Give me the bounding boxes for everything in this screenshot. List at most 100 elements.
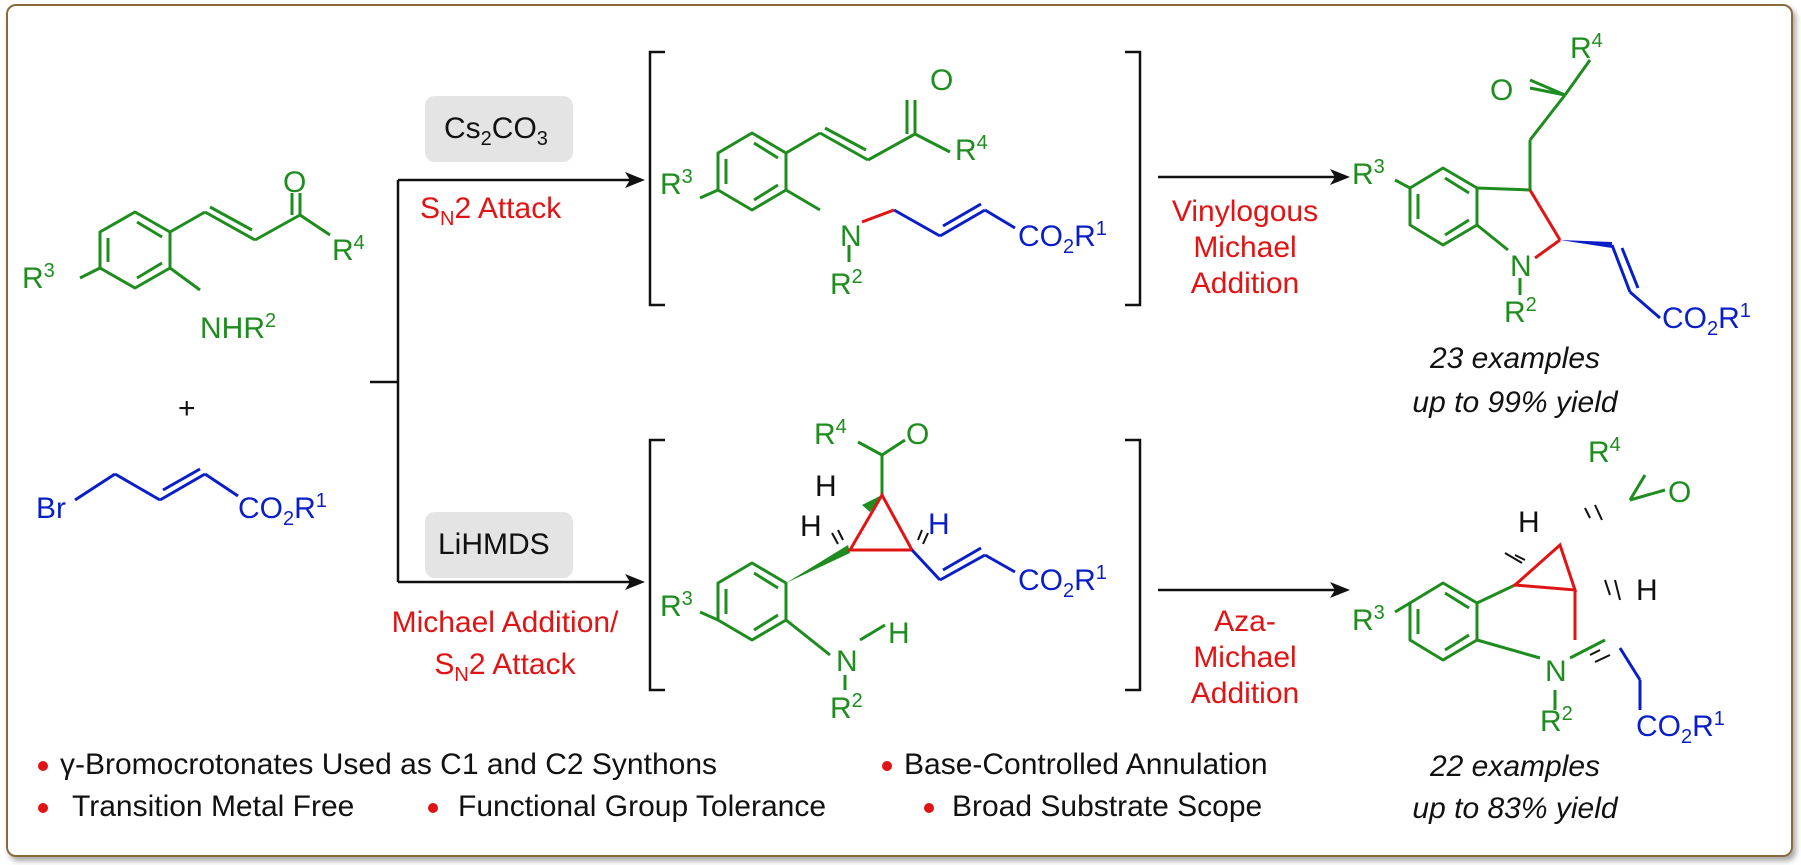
highlight-bullet-5 bbox=[924, 803, 934, 813]
top-intermediate-n-allyl-bond bbox=[861, 208, 895, 224]
top-product-ester-chain bbox=[1610, 244, 1661, 320]
bottom-int-o: O bbox=[906, 418, 930, 451]
sm-r4-text: R bbox=[332, 234, 354, 267]
sm-r3-sup: 3 bbox=[43, 260, 55, 282]
top-product-structure bbox=[1394, 59, 1592, 295]
bottom-prod-r2-sup: 2 bbox=[1561, 703, 1573, 725]
bottom-int-h1: H bbox=[815, 470, 837, 503]
top-int-r: R bbox=[1074, 220, 1096, 253]
bottom-int-r4-sup: 4 bbox=[835, 416, 847, 438]
sm-nhr2-sup: 2 bbox=[265, 310, 277, 332]
bottom-int-h2: H bbox=[800, 510, 822, 543]
bottom-step-aza-line1: Aza- bbox=[1214, 605, 1276, 638]
top-intermediate-ester-chain bbox=[893, 202, 1016, 238]
top-prod-r1-sup: 1 bbox=[1739, 300, 1751, 322]
starting-material-structure bbox=[79, 193, 331, 292]
bottom-prod-n: N bbox=[1545, 655, 1567, 688]
sm-r3-text: R bbox=[22, 262, 44, 295]
top-int-o: O bbox=[930, 64, 954, 97]
intermediate-brackets bbox=[648, 50, 1142, 692]
bottom-int-r: R bbox=[1074, 564, 1096, 597]
top-prod-r4-text: R bbox=[1570, 32, 1592, 65]
top-int-r2-text: R bbox=[830, 268, 852, 301]
top-reagent-sub2: 3 bbox=[536, 128, 548, 150]
highlight-2: Base-Controlled Annulation bbox=[904, 748, 1268, 781]
bottom-int-co2-sub: 2 bbox=[1063, 580, 1075, 602]
sm-nhr2-label: NHR2 bbox=[200, 310, 277, 346]
bottom-step-n-sub: N bbox=[454, 664, 469, 686]
sm-r4-sup: 4 bbox=[353, 232, 365, 254]
crotonate-r1-sup: 1 bbox=[315, 490, 327, 512]
top-int-r3-sup: 3 bbox=[681, 166, 693, 188]
sm-nhr2-text: NHR bbox=[200, 312, 265, 345]
bottom-int-r2-sup: 2 bbox=[851, 690, 863, 712]
bottom-examples: 22 examples bbox=[1429, 750, 1601, 783]
bottom-step-s: S bbox=[434, 648, 455, 681]
bottom-int-co: CO bbox=[1018, 564, 1063, 597]
top-product-red-bond bbox=[1528, 189, 1562, 241]
bottom-int-co2r1: CO2R1 bbox=[1018, 562, 1107, 601]
bottom-intermediate-wedge-aryl bbox=[786, 545, 850, 583]
top-int-r1-sup: 1 bbox=[1095, 218, 1107, 240]
bottom-prod-r4: R4 bbox=[1588, 434, 1621, 470]
top-int-r3: R3 bbox=[660, 166, 693, 202]
bottom-prod-co2r1: CO2R1 bbox=[1636, 709, 1725, 747]
bottom-int-r3-text: R bbox=[660, 590, 682, 623]
top-reagent-box bbox=[425, 96, 573, 162]
top-prod-r3: R3 bbox=[1352, 157, 1385, 192]
bottom-product-cyclopropane bbox=[1511, 542, 1578, 640]
top-int-co2r1: CO2R1 bbox=[1018, 218, 1107, 257]
bottom-prod-r4-sup: 4 bbox=[1609, 434, 1621, 456]
highlight-bullet-4 bbox=[428, 803, 438, 813]
top-prod-r: R bbox=[1718, 302, 1740, 335]
bottom-step-michael-line1: Michael Addition/ bbox=[391, 606, 619, 639]
top-step-vinylogous-line1: Vinylogous bbox=[1171, 195, 1319, 228]
crotonate-structure bbox=[74, 467, 239, 502]
bottom-int-r1-sup: 1 bbox=[1095, 562, 1107, 584]
bottom-product-structure bbox=[1394, 474, 1666, 710]
top-prod-co2r1: CO2R1 bbox=[1662, 300, 1751, 339]
highlight-1: γ-Bromocrotonates Used as C1 and C2 Synt… bbox=[60, 748, 717, 781]
top-prod-r4-sup: 4 bbox=[1591, 30, 1603, 52]
arrowheads bbox=[625, 169, 1350, 598]
plus-sign: + bbox=[178, 392, 196, 425]
bottom-intermediate-ester-chain bbox=[910, 546, 1016, 582]
top-prod-r4: R4 bbox=[1570, 30, 1603, 66]
top-int-r2: R2 bbox=[830, 267, 863, 302]
highlight-bullet-3 bbox=[38, 803, 48, 813]
top-prod-r2-text: R bbox=[1504, 296, 1526, 329]
bottom-int-r4-text: R bbox=[814, 418, 836, 451]
bottom-step-michael-label: Michael Addition/ SN2 Attack bbox=[355, 602, 655, 686]
top-reagent-co: CO bbox=[491, 112, 537, 145]
highlight-3: Transition Metal Free bbox=[72, 790, 355, 823]
bottom-prod-r2: R2 bbox=[1540, 703, 1573, 739]
top-prod-r3-text: R bbox=[1352, 158, 1374, 191]
bottom-intermediate-wedge-top bbox=[862, 495, 882, 512]
highlight-bullet-1 bbox=[38, 761, 48, 771]
top-reagent-cs: Cs bbox=[444, 112, 481, 145]
top-int-co2-sub: 2 bbox=[1063, 236, 1075, 258]
top-int-r4: R4 bbox=[955, 133, 988, 168]
crotonate-co-text: CO bbox=[238, 492, 283, 525]
bottom-intermediate-structure bbox=[699, 438, 906, 690]
top-int-co: CO bbox=[1018, 220, 1063, 253]
top-prod-co: CO bbox=[1662, 302, 1707, 335]
bottom-step-aza-label: Aza- Michael Addition bbox=[1145, 604, 1345, 712]
highlight-5: Broad Substrate Scope bbox=[952, 790, 1263, 823]
top-reagent-sub1: 2 bbox=[480, 128, 492, 150]
sm-carbonyl-oxygen: O bbox=[283, 166, 307, 199]
top-step-vinylogous-line2: Michael bbox=[1193, 231, 1297, 264]
top-step-vinylogous-label: Vinylogous Michael Addition bbox=[1145, 194, 1345, 302]
top-intermediate-structure bbox=[699, 100, 951, 262]
bottom-prod-r3-text: R bbox=[1352, 604, 1374, 637]
bottom-step-michael-line2: SN2 Attack bbox=[355, 644, 655, 686]
crotonate-co2r1-label: CO2R1 bbox=[238, 490, 327, 529]
bottom-intermediate-hash-bonds bbox=[831, 529, 929, 545]
bottom-prod-r: R bbox=[1692, 710, 1714, 743]
top-reagent-label: Cs2CO3 bbox=[444, 112, 548, 149]
bottom-prod-r3-sup: 3 bbox=[1373, 602, 1385, 624]
bottom-int-r2-text: R bbox=[830, 692, 852, 725]
bottom-int-nh: H bbox=[888, 617, 910, 650]
branch-lines bbox=[370, 175, 1335, 592]
top-prod-o: O bbox=[1490, 74, 1514, 107]
